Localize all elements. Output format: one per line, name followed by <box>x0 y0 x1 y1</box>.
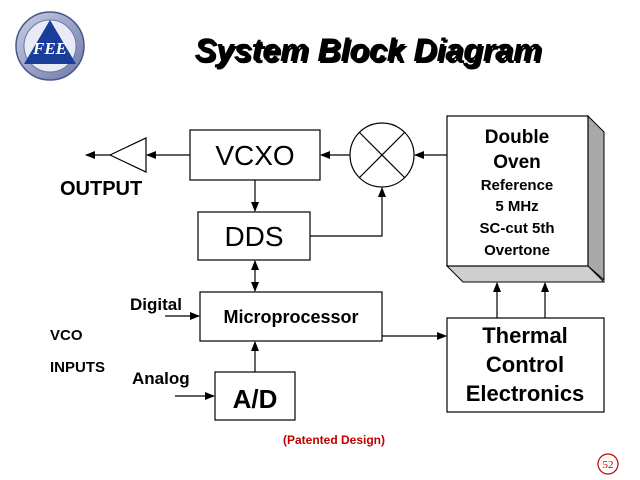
connections <box>85 151 549 400</box>
analog-label: Analog <box>132 369 190 388</box>
double-oven-block: Double Oven Reference 5 MHz SC-cut 5th O… <box>445 114 606 283</box>
digital-label: Digital <box>130 295 182 314</box>
thermal-control-block <box>446 317 605 413</box>
buffer-triangle <box>108 137 147 173</box>
ad-block <box>214 371 296 421</box>
slide-title: System Block Diagram <box>195 32 542 68</box>
microprocessor-block <box>199 291 383 342</box>
mixer <box>349 122 415 188</box>
oven-line-6: Overtone <box>484 242 550 259</box>
oven-bottom-face <box>445 265 606 283</box>
page-number: 52 <box>603 459 614 471</box>
thermal-line-3: Electronics <box>466 381 585 406</box>
mixer-cross-b <box>358 131 406 179</box>
ad-label: A/D <box>233 384 278 414</box>
oven-line-5: SC-cut 5th <box>480 220 555 237</box>
dds-block <box>197 211 311 261</box>
footer-note: (Patented Design) <box>283 433 385 447</box>
oven-line-2: Oven <box>493 152 541 173</box>
logo: FEE <box>15 11 85 81</box>
inputs-label: INPUTS <box>50 359 105 376</box>
thermal-line-2: Control <box>486 352 564 377</box>
vcxo-label: VCXO <box>215 140 294 171</box>
logo-letters: FEE <box>32 39 67 58</box>
oven-front-face <box>446 115 589 267</box>
oven-side-face <box>587 114 605 282</box>
thermal-line-1: Thermal <box>482 323 568 348</box>
logo-triangle <box>24 20 76 64</box>
page-number-badge: 52 <box>597 453 619 475</box>
microprocessor-label: Microprocessor <box>223 307 358 327</box>
dds-label: DDS <box>224 221 283 252</box>
dds-to-mixer-arrow <box>310 187 386 237</box>
vco-label: VCO <box>50 327 83 344</box>
slide-title-shadow: System Block Diagram <box>197 34 544 70</box>
output-label: OUTPUT <box>60 178 142 200</box>
oven-line-1: Double <box>485 127 549 148</box>
output-buffer <box>108 137 147 173</box>
page-number-circle <box>597 453 619 475</box>
oven-line-4: 5 MHz <box>495 198 538 215</box>
oven-line-3: Reference <box>481 177 554 194</box>
